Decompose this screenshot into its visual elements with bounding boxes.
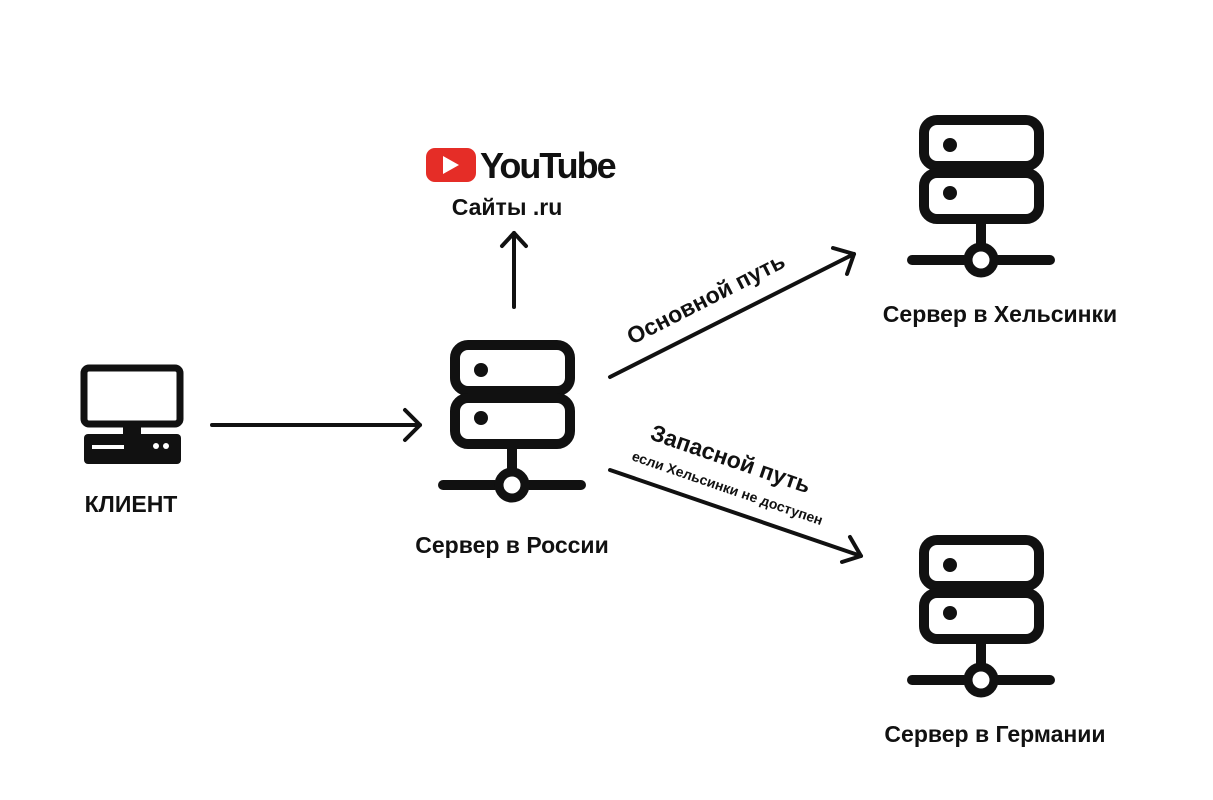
- client-label: КЛИЕНТ: [85, 491, 178, 517]
- arrow-to-sites: [500, 231, 528, 309]
- arrow-backup-path: [608, 468, 863, 564]
- arrow-primary-path: [608, 246, 856, 379]
- youtube-play-icon: [426, 148, 476, 182]
- server-helsinki-icon: [907, 115, 1055, 278]
- germany-server-label: Сервер в Германии: [884, 721, 1105, 747]
- youtube-logo: YouTube: [426, 145, 618, 186]
- desktop-computer-icon: [80, 364, 184, 464]
- russia-server-label: Сервер в России: [415, 532, 608, 558]
- helsinki-server-label: Сервер в Хельсинки: [883, 301, 1117, 327]
- server-germany-icon: [907, 535, 1055, 698]
- server-russia-icon: [438, 340, 586, 503]
- arrow-client-to-russia: [210, 408, 422, 442]
- sites-ru-label: Сайты .ru: [452, 194, 563, 220]
- youtube-wordmark: YouTube: [480, 145, 616, 186]
